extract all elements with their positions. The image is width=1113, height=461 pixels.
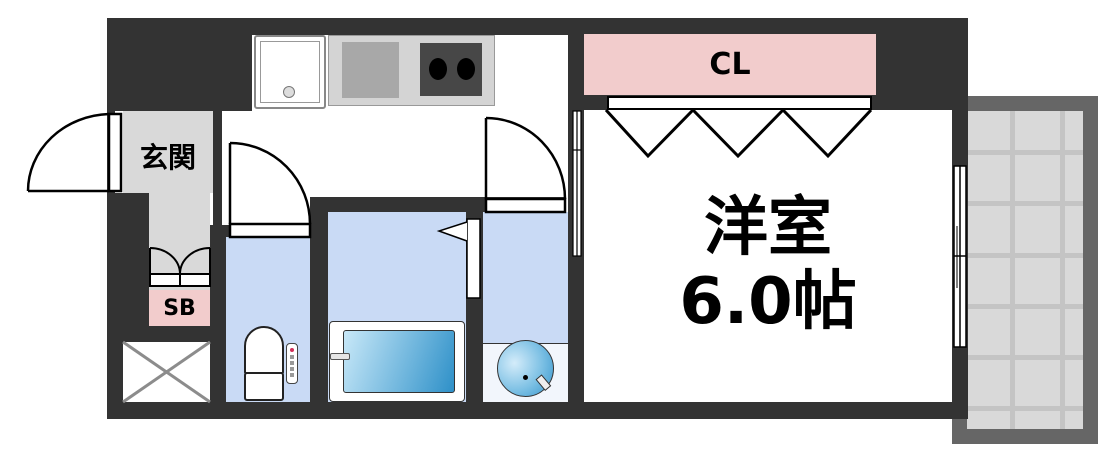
balcony-window	[953, 165, 967, 348]
interior-window	[572, 110, 582, 257]
burner-left-icon	[429, 58, 447, 80]
entrance-door	[26, 112, 123, 193]
wall-bath-top	[310, 197, 481, 212]
entrance-label: 玄関	[139, 141, 196, 174]
pipe-space-x-mark	[122, 340, 211, 404]
western-room-label: 洋室	[704, 191, 832, 265]
wall-toilet-right	[310, 197, 328, 419]
toilet-bowl-icon	[244, 326, 284, 374]
toilet-door	[228, 141, 312, 239]
control-button-red	[290, 348, 294, 352]
bath-faucet-icon	[330, 353, 350, 360]
closet-folding-doors	[604, 96, 873, 159]
shoe-box	[149, 290, 210, 326]
sink-icon	[342, 42, 399, 98]
bathtub-basin	[343, 330, 455, 393]
closet-label: CL	[709, 46, 751, 82]
drain-dot	[523, 375, 528, 380]
western-room-size: 6.0帖	[679, 265, 857, 339]
toilet-tank-icon	[244, 372, 284, 401]
balcony-floor	[967, 111, 1083, 429]
closet	[584, 34, 876, 95]
entrance-floor	[123, 111, 213, 193]
shoe-box-doors	[149, 247, 211, 287]
washroom-door	[484, 116, 567, 214]
wall-entrance-right	[213, 111, 222, 231]
refrigerator-drain-icon	[283, 86, 295, 98]
refrigerator-inner	[260, 41, 320, 103]
washer-faucet-icon	[535, 374, 552, 391]
shoe-box-label: SB	[163, 295, 196, 321]
wall-top-right-block	[876, 18, 968, 110]
wall-top-left-block	[107, 18, 252, 111]
burner-right-icon	[457, 58, 475, 80]
bathroom-door	[436, 218, 481, 299]
wall-top	[107, 18, 968, 35]
wall-sb-bottom	[107, 326, 222, 342]
control-buttons-gray	[290, 355, 294, 377]
wall-sb-right	[210, 225, 226, 419]
